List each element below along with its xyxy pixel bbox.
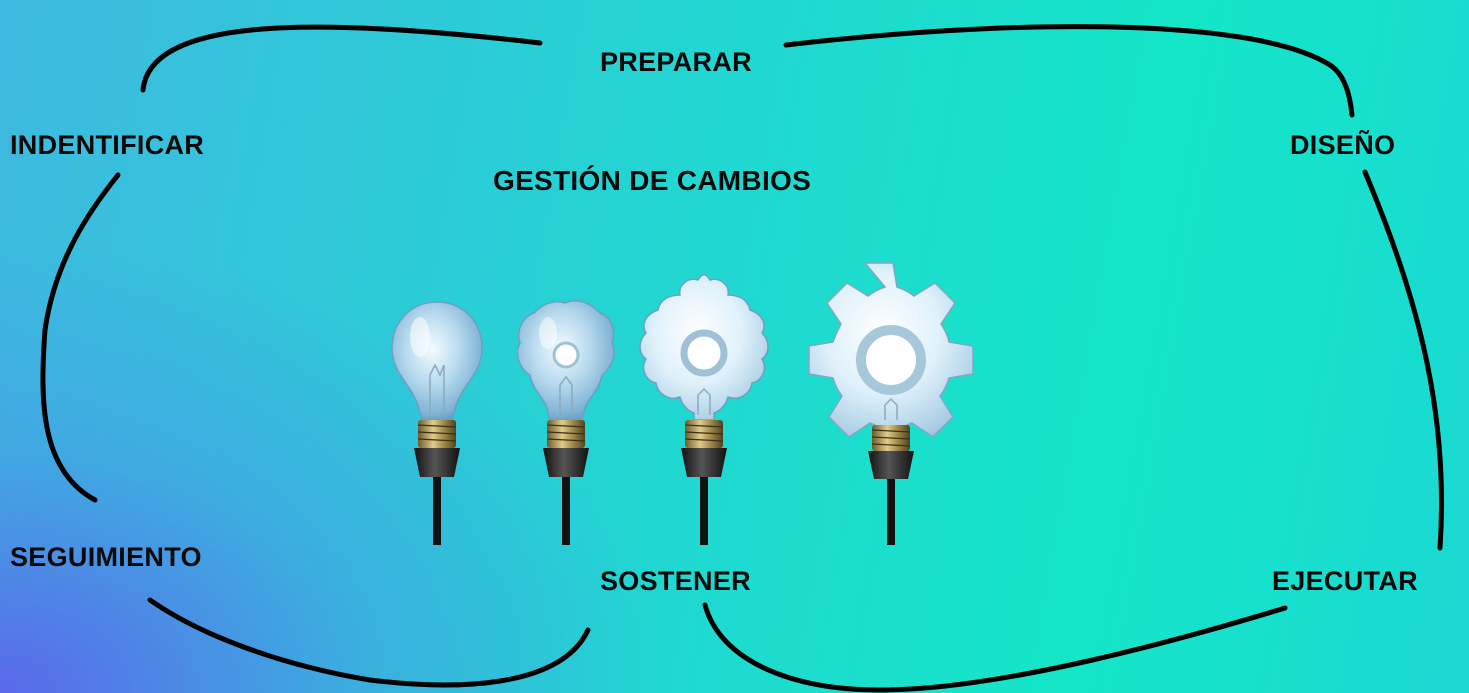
bulb-base [543,420,589,545]
stage-sostener: SOSTENER [600,566,751,596]
cycle-arc-left [40,172,121,503]
bulb-base [868,425,914,545]
bulb-base [414,420,460,545]
bumpy-bulb-icon [516,300,615,545]
cycle-arc-bottom-right [702,602,1288,693]
light-bulb-icon [391,301,483,545]
cycle-arc-right [1362,169,1445,551]
stage-preparar: PREPARAR [600,47,752,77]
stage-ejecutar: EJECUTAR [1272,566,1418,596]
stage-seguimiento: SEGUIMIENTO [10,542,202,572]
cycle-arc-top-right [783,24,1355,118]
stage-diseno: DISEÑO [1290,130,1396,160]
cycle-arc-bottom-left [147,597,591,688]
stage-indentificar: INDENTIFICAR [10,130,205,160]
gear-bulb-large-icon [808,262,974,545]
diagram-title: GESTIÓN DE CAMBIOS [493,165,812,196]
gear-bulb-small-icon [639,274,769,545]
bulb-base [681,420,727,545]
bulb-evolution-illustration [391,262,974,545]
cycle-arc-top-left [140,24,543,93]
